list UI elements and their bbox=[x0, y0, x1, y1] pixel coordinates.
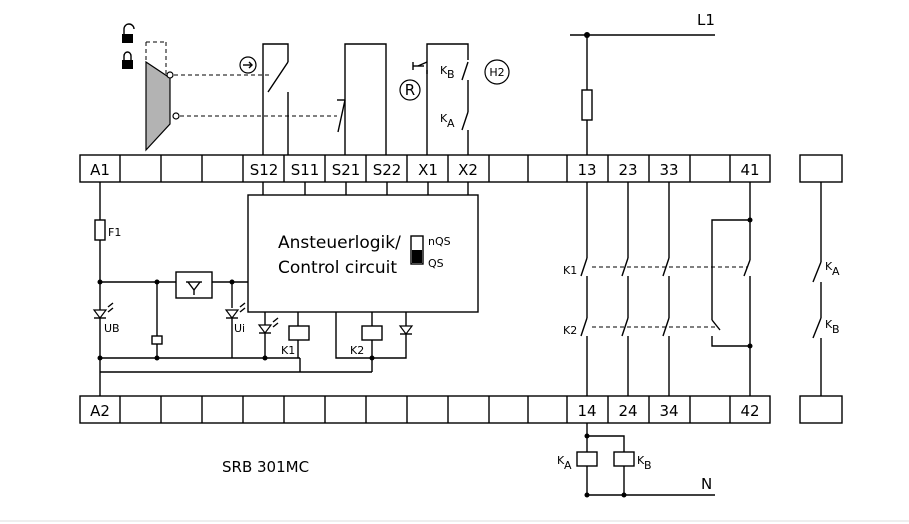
fuse-F1 bbox=[94, 219, 106, 241]
l1-label: L1 bbox=[697, 11, 715, 29]
k1-contact-label: K1 bbox=[563, 264, 577, 277]
kb-coil-sub: B bbox=[644, 459, 652, 472]
terminal-41: 41 bbox=[740, 161, 759, 179]
control-logic-box bbox=[247, 194, 479, 313]
ka-sub-side: A bbox=[832, 265, 840, 278]
terminal-S12: S12 bbox=[250, 161, 279, 179]
led-k1-icon bbox=[257, 317, 279, 334]
fuse-external bbox=[581, 89, 593, 121]
external-contactor-bottom bbox=[799, 395, 843, 424]
n-label: N bbox=[701, 475, 712, 493]
kb-label-side: K bbox=[825, 318, 833, 331]
door-actuator-icon bbox=[145, 41, 180, 152]
qs-label: QS bbox=[428, 257, 444, 270]
terminal-strip-bottom bbox=[79, 395, 771, 424]
relay-coil-K1 bbox=[288, 325, 310, 341]
ub-label: UB bbox=[104, 322, 120, 335]
led-ui-icon bbox=[224, 302, 246, 319]
terminal-A2: A2 bbox=[90, 402, 110, 420]
ka-coil-sub: A bbox=[564, 459, 572, 472]
terminal-X1: X1 bbox=[418, 161, 438, 179]
k2-coil-label: K2 bbox=[350, 344, 364, 357]
terminal-S11: S11 bbox=[291, 161, 320, 179]
kb-label-top: K bbox=[440, 64, 448, 77]
terminal-34: 34 bbox=[659, 402, 678, 420]
terminal-42: 42 bbox=[740, 402, 759, 420]
arrow-circle-icon bbox=[239, 56, 257, 74]
ka-coil-label: K bbox=[557, 454, 565, 467]
ka-label-top: K bbox=[440, 112, 448, 125]
k1-coil-label: K1 bbox=[281, 344, 295, 357]
indicator-h2-symbol: H2 bbox=[484, 59, 510, 85]
reset-label: R bbox=[405, 81, 415, 99]
h2-label: H2 bbox=[489, 66, 504, 79]
lock-open-icon bbox=[122, 23, 135, 43]
contactor-coil-KA bbox=[576, 451, 598, 467]
terminal-24: 24 bbox=[618, 402, 637, 420]
terminal-S21: S21 bbox=[332, 161, 361, 179]
logic-title-de: Ansteuerlogik/ bbox=[278, 233, 401, 253]
external-contactor-top bbox=[799, 154, 843, 183]
model-label: SRB 301MC bbox=[222, 458, 309, 476]
ka-label-side: K bbox=[825, 260, 833, 273]
k2-contact-label: K2 bbox=[563, 324, 577, 337]
kb-coil-label: K bbox=[637, 454, 645, 467]
relay-coil-K2 bbox=[361, 325, 383, 341]
terminal-strip-top bbox=[79, 154, 771, 183]
terminal-X2: X2 bbox=[458, 161, 478, 179]
terminal-33: 33 bbox=[659, 161, 678, 179]
terminal-A1: A1 bbox=[90, 161, 110, 179]
terminal-S22: S22 bbox=[373, 161, 402, 179]
contactor-coil-KB bbox=[613, 451, 635, 467]
led-ub-icon bbox=[92, 302, 114, 319]
capacitor bbox=[151, 335, 163, 345]
ui-label: Ui bbox=[234, 322, 245, 335]
terminal-13: 13 bbox=[577, 161, 596, 179]
lock-closed-icon bbox=[122, 51, 133, 69]
reset-button-symbol: R bbox=[399, 79, 421, 101]
ka-sub-top: A bbox=[447, 117, 455, 130]
kb-sub-top: B bbox=[447, 68, 455, 81]
logic-title-en: Control circuit bbox=[278, 258, 397, 278]
kb-sub-side: B bbox=[832, 323, 840, 336]
output-contacts bbox=[580, 182, 753, 396]
terminal-14: 14 bbox=[577, 402, 596, 420]
terminal-23: 23 bbox=[618, 161, 637, 179]
nqs-label: nQS bbox=[428, 235, 451, 248]
fuse-f1-label: F1 bbox=[108, 226, 121, 239]
